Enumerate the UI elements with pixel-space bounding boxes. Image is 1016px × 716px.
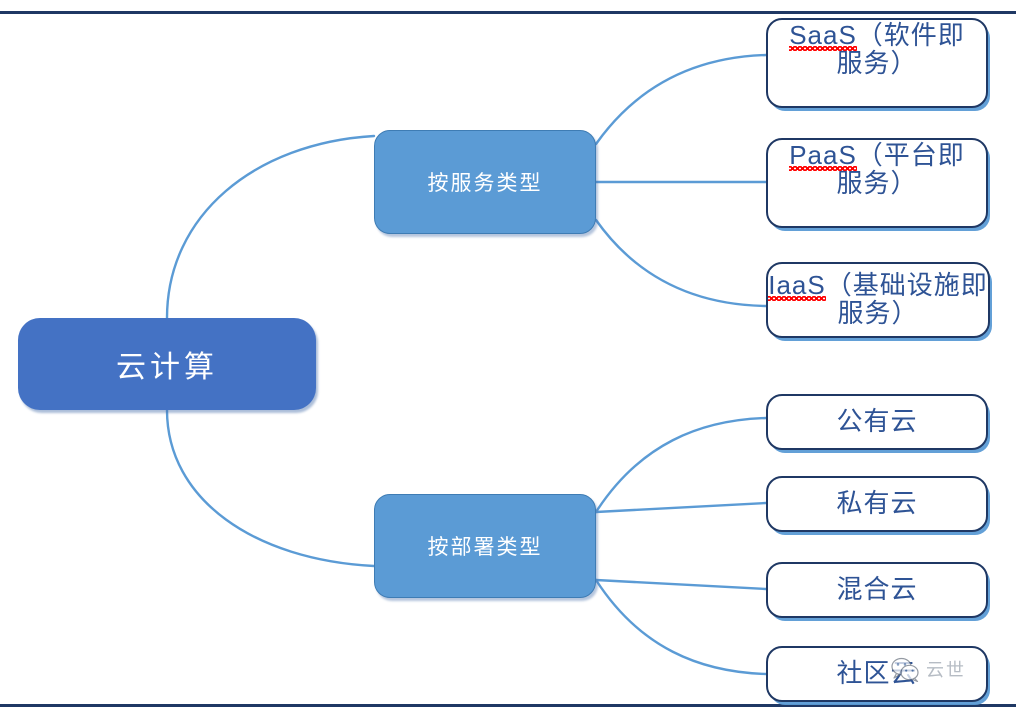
node-root-cloud-computing[interactable]: 云计算 bbox=[18, 318, 316, 410]
paas-acronym: PaaS bbox=[789, 140, 857, 170]
node-leaf-public-cloud-label: 公有云 bbox=[836, 406, 918, 437]
saas-expansion: （软件即服务） bbox=[836, 20, 965, 78]
saas-acronym: SaaS bbox=[789, 20, 857, 50]
node-branch-deployment-type[interactable]: 按部署类型 bbox=[374, 494, 596, 598]
node-leaf-public-cloud[interactable]: 公有云 bbox=[766, 394, 988, 450]
node-leaf-private-cloud[interactable]: 私有云 bbox=[766, 476, 988, 532]
node-leaf-paas[interactable]: PaaS（平台即服务） bbox=[766, 138, 988, 228]
node-leaf-saas[interactable]: SaaS（软件即服务） bbox=[766, 18, 988, 108]
node-leaf-hybrid-cloud[interactable]: 混合云 bbox=[766, 562, 988, 618]
edge-deployment-to-hybrid bbox=[594, 578, 768, 591]
node-leaf-private-cloud-label: 私有云 bbox=[836, 488, 918, 519]
edge-root-to-service-type bbox=[165, 134, 376, 320]
node-leaf-paas-label: PaaS（平台即服务） bbox=[768, 140, 986, 198]
edge-deployment-to-public bbox=[594, 416, 768, 514]
node-leaf-iaas[interactable]: IaaS（基础设施即服务） bbox=[766, 262, 990, 338]
node-branch-deployment-type-label: 按部署类型 bbox=[427, 536, 543, 559]
edge-deployment-to-community bbox=[594, 578, 768, 676]
edge-service-to-saas bbox=[594, 53, 768, 146]
node-leaf-community-cloud[interactable]: 社区云 bbox=[766, 646, 988, 702]
node-leaf-community-cloud-label: 社区云 bbox=[836, 658, 918, 689]
edge-deployment-to-private bbox=[594, 501, 768, 514]
bottom-divider-rule bbox=[0, 704, 1016, 707]
node-leaf-hybrid-cloud-label: 混合云 bbox=[836, 574, 918, 605]
iaas-acronym: IaaS bbox=[768, 270, 826, 301]
top-divider-rule bbox=[0, 11, 1016, 14]
edge-root-to-deployment-type bbox=[165, 408, 376, 568]
node-leaf-saas-label: SaaS（软件即服务） bbox=[768, 20, 986, 78]
iaas-expansion: （基础设施即服务） bbox=[825, 270, 988, 328]
node-branch-service-type-label: 按服务类型 bbox=[427, 172, 543, 195]
edge-service-to-iaas bbox=[594, 218, 768, 308]
node-root-label: 云计算 bbox=[116, 351, 218, 384]
node-leaf-iaas-label: IaaS（基础设施即服务） bbox=[768, 272, 988, 327]
paas-expansion: （平台即服务） bbox=[836, 140, 965, 198]
node-branch-service-type[interactable]: 按服务类型 bbox=[374, 130, 596, 234]
